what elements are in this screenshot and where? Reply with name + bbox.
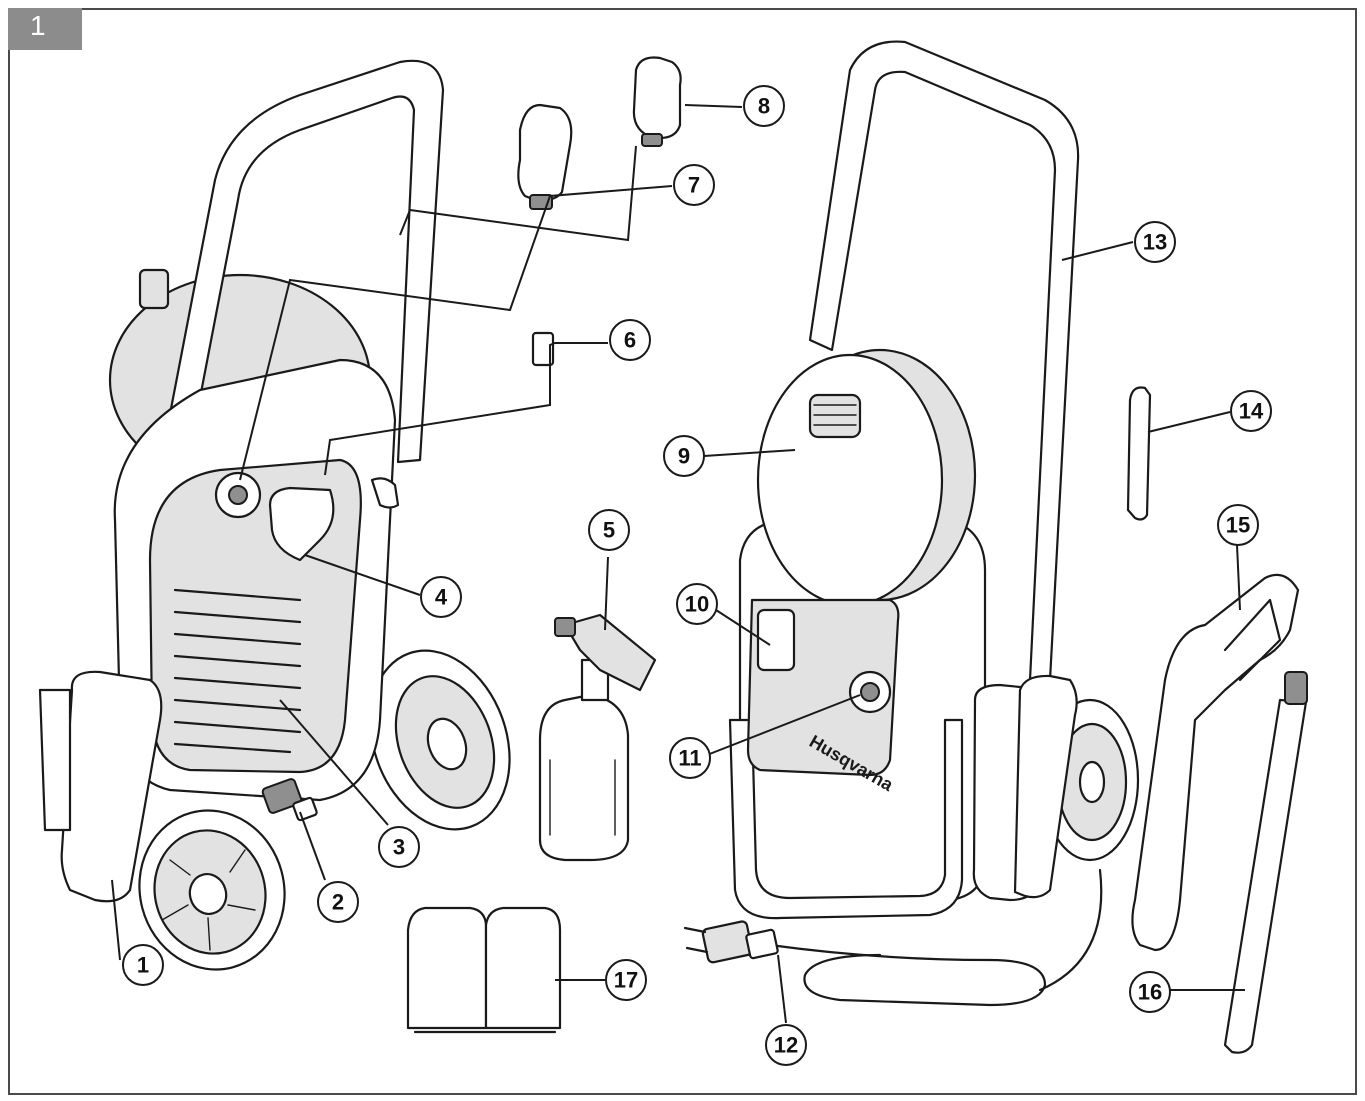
pressure-washer-rear-view: Husqvarna — [728, 40, 1140, 920]
svg-text:8: 8 — [758, 94, 770, 119]
callout-1: 1 — [122, 944, 164, 986]
nozzle-clip — [531, 331, 555, 367]
svg-text:5: 5 — [603, 518, 615, 543]
svg-text:7: 7 — [688, 173, 700, 198]
fan-nozzle — [517, 103, 573, 210]
callout-13: 13 — [1134, 221, 1176, 263]
turbo-nozzle — [632, 56, 682, 147]
svg-text:14: 14 — [1239, 399, 1264, 424]
callout-5: 5 — [588, 509, 630, 551]
svg-text:1: 1 — [137, 953, 149, 978]
hose-holder — [60, 670, 163, 903]
foam-nozzle — [563, 613, 657, 692]
callout-3: 3 — [378, 826, 420, 868]
svg-text:3: 3 — [393, 835, 405, 860]
rear-tank-cover — [756, 353, 944, 607]
water-inlet-connector — [261, 778, 318, 822]
svg-text:12: 12 — [774, 1033, 798, 1058]
svg-text:9: 9 — [678, 444, 690, 469]
callout-14: 14 — [1230, 390, 1272, 432]
svg-text:17: 17 — [614, 968, 638, 993]
cord-holder — [756, 608, 796, 672]
rear-wheel-right-unit — [1040, 698, 1140, 862]
front-wheel-left-unit — [138, 809, 286, 971]
svg-text:10: 10 — [685, 592, 709, 617]
power-cord-plug — [683, 868, 1103, 1007]
svg-text:2: 2 — [332, 890, 344, 915]
vent-grille — [173, 588, 302, 754]
svg-text:4: 4 — [435, 585, 448, 610]
operators-manual — [406, 906, 562, 1034]
pressure-washer-front-view — [38, 59, 511, 971]
lance-holder — [268, 486, 335, 562]
callout-16: 16 — [1129, 971, 1171, 1013]
callout-9: 9 — [663, 435, 705, 477]
trigger-gun — [1131, 573, 1300, 952]
figure-number: 1 — [30, 10, 46, 41]
handle-frame-left-unit — [163, 59, 445, 464]
callout-15: 15 — [1217, 504, 1259, 546]
rear-wheel-left-unit — [369, 649, 511, 831]
callout-10: 10 — [676, 583, 718, 625]
figure-frame — [8, 8, 1357, 1095]
svg-text:6: 6 — [624, 328, 636, 353]
callout-12: 12 — [765, 1024, 807, 1066]
rear-water-inlet — [808, 393, 862, 439]
svg-text:15: 15 — [1226, 513, 1250, 538]
figure-number-tab: 1 — [8, 8, 82, 50]
callout-2: 2 — [317, 881, 359, 923]
callout-17: 17 — [605, 959, 647, 1001]
nozzle-cleaning-tool — [1126, 386, 1152, 521]
leader-lines — [111, 104, 1245, 1024]
callout-8: 8 — [743, 85, 785, 127]
top-connector — [138, 268, 170, 310]
callout-7: 7 — [673, 164, 715, 206]
svg-text:13: 13 — [1143, 230, 1167, 255]
callout-6: 6 — [609, 319, 651, 361]
callout-4: 4 — [420, 576, 462, 618]
detergent-bottle — [538, 613, 657, 862]
callout-11: 11 — [669, 737, 711, 779]
svg-text:16: 16 — [1138, 980, 1162, 1005]
lance — [1223, 671, 1308, 1054]
svg-text:11: 11 — [678, 746, 701, 771]
